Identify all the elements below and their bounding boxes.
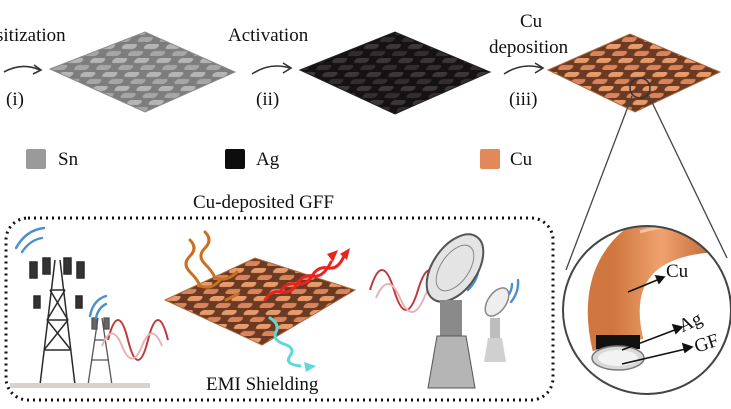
zoom-arrows: [621, 275, 694, 365]
panel-caption: EMI Shielding: [206, 374, 319, 395]
step-arrows: [3, 62, 545, 75]
satellite-dish-large: [425, 233, 485, 389]
emi-panel-border: [4, 216, 555, 402]
wave-left: [101, 319, 169, 361]
zoom-lines: [565, 95, 728, 271]
legend-label-sn: Sn: [58, 149, 79, 170]
legend-swatch-cu: [480, 149, 500, 169]
arrow-step-1: [3, 65, 41, 73]
step-3-label-line1: Cu: [520, 11, 543, 32]
fabric-sn: [48, 31, 237, 113]
fabric-ag: [298, 31, 492, 115]
fabric-cu: [546, 33, 722, 113]
panel-title: Cu-deposited GFF: [193, 192, 334, 213]
step-3-label-line2: deposition: [489, 37, 569, 58]
em-waves: [184, 230, 350, 372]
legend-swatch-ag: [225, 149, 245, 169]
satellite-dish-small: [484, 287, 510, 362]
cell-tower-right: [87, 317, 113, 386]
wave-incident: [184, 238, 222, 289]
zoom-circle: [562, 225, 731, 395]
step-3-marker: (iii): [509, 89, 538, 110]
step-2-label: Activation: [228, 25, 309, 46]
step-1-marker: (i): [6, 89, 24, 110]
wave-transmitted: [268, 316, 302, 368]
step-1-label: sitization: [0, 25, 66, 46]
arrow-step-3: [503, 65, 543, 75]
cell-tower-left: [29, 257, 85, 386]
legend-label-ag: Ag: [256, 149, 280, 170]
zoom-label-cu: Cu: [666, 261, 689, 282]
legend-label-cu: Cu: [510, 149, 533, 170]
arrow-step-2: [251, 65, 291, 75]
legend-swatch-sn: [26, 149, 46, 169]
zoom-source-circle: [629, 77, 651, 99]
step-2-marker: (ii): [256, 89, 280, 110]
